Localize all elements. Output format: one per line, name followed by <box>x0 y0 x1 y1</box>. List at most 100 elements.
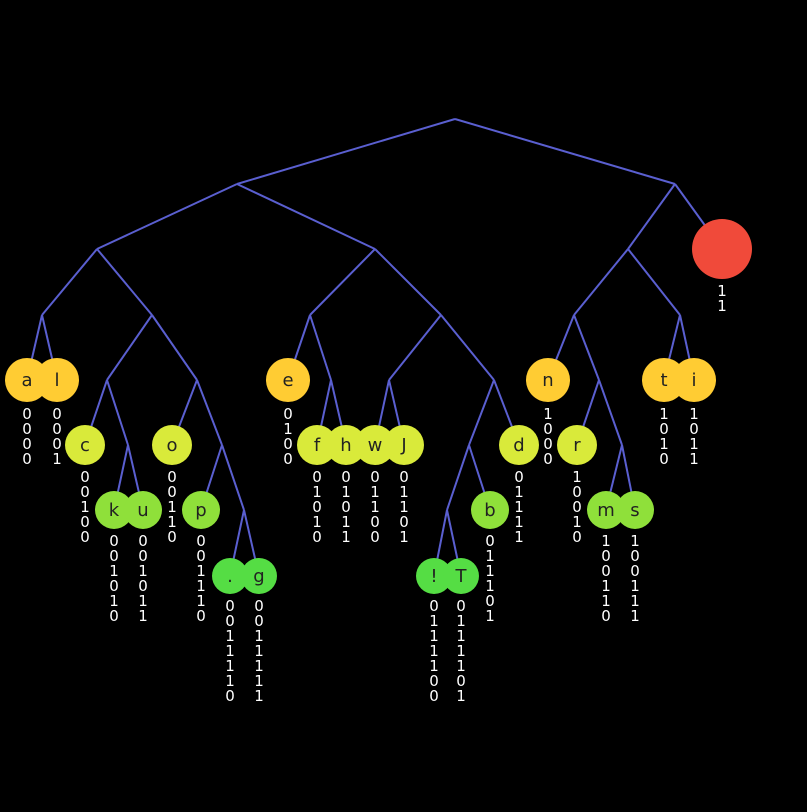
leaf-symbol: r <box>573 435 581 456</box>
tree-edge <box>236 118 456 185</box>
tree-edge <box>388 314 442 381</box>
tree-edge <box>627 248 681 316</box>
leaf-symbol: i <box>691 370 696 391</box>
leaf-circle <box>95 491 133 529</box>
leaf-symbol: n <box>542 370 553 391</box>
tree-edge <box>41 248 98 316</box>
leaf-symbol: . <box>227 566 233 587</box>
leaf-circle <box>616 491 654 529</box>
tree-edge <box>374 248 442 316</box>
leaf-circle <box>384 425 424 465</box>
leaf-circle <box>297 425 337 465</box>
leaf-circle <box>152 425 192 465</box>
leaf-circle <box>471 491 509 529</box>
tree-edge <box>221 444 245 511</box>
tree-edge <box>440 314 495 381</box>
leaf-circle <box>65 425 105 465</box>
leaf-symbol: d <box>513 435 524 456</box>
tree-edge <box>309 314 332 381</box>
leaf-symbol: e <box>282 370 293 391</box>
tree-edge <box>446 444 470 511</box>
tree-edge <box>106 379 129 446</box>
tree-edge <box>106 314 153 381</box>
tree-edge <box>468 379 495 446</box>
tree-edge <box>309 248 376 316</box>
leaf-circle <box>241 558 277 594</box>
leaf-circle <box>35 358 79 402</box>
leaf-symbol: p <box>195 500 206 521</box>
tree-edge <box>573 314 600 381</box>
leaf-symbol: t <box>660 370 667 391</box>
leaf-symbol: a <box>21 370 32 391</box>
leaf-symbol: ! <box>430 566 437 587</box>
leaf-symbol: b <box>484 500 495 521</box>
tree-edge <box>598 379 623 446</box>
leaf-circle <box>182 491 220 529</box>
leaf-symbol: k <box>109 500 120 521</box>
leaf-symbol: T <box>455 566 468 587</box>
leaf-circle <box>443 558 479 594</box>
tree-edge <box>627 183 676 250</box>
tree-edge <box>96 183 238 250</box>
leaf-circle <box>557 425 597 465</box>
leaf-circle <box>587 491 625 529</box>
leaf-circle <box>672 358 716 402</box>
leaf-circle <box>416 558 452 594</box>
leaf-symbol: w <box>368 435 383 456</box>
leaf-symbol: o <box>166 435 177 456</box>
leaf-symbol: l <box>54 370 59 391</box>
leaf-symbol: c <box>80 435 90 456</box>
leaf-symbol: h <box>340 435 351 456</box>
leaf-symbol: f <box>314 435 321 456</box>
leaf-symbol: g <box>253 566 264 587</box>
leaf-circle <box>326 425 366 465</box>
leaf-circle <box>499 425 539 465</box>
tree-edge <box>196 379 223 446</box>
tree-edge <box>151 314 198 381</box>
leaf-symbol: J <box>400 435 406 456</box>
leaf-circle <box>355 425 395 465</box>
